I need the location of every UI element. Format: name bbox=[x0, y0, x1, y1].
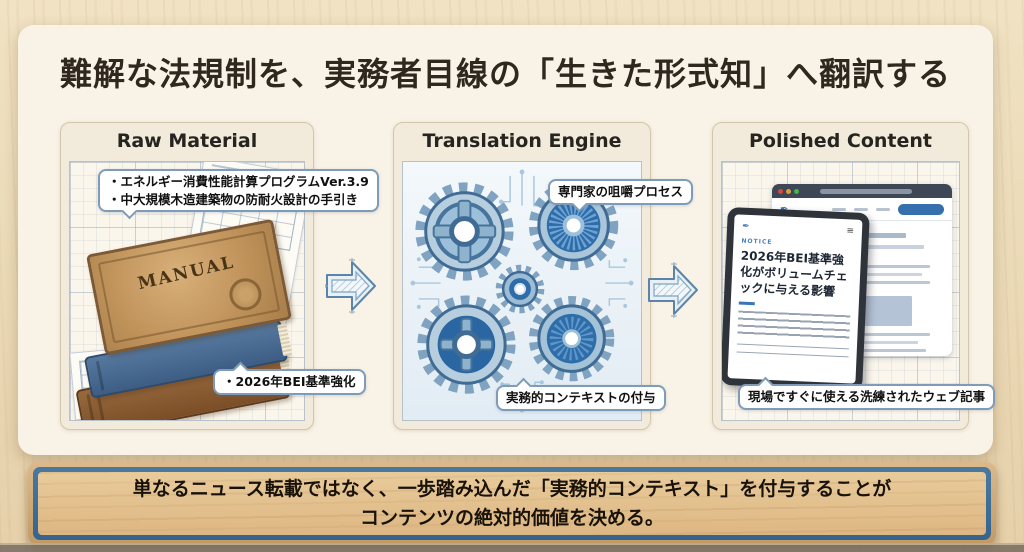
headline-divider bbox=[738, 301, 755, 305]
close-dot-icon bbox=[778, 188, 783, 194]
tablet-device: ✒ ≡ NOTICE 2026年BEI基準強化がボリュームチェックに与える影響 bbox=[722, 206, 870, 392]
nav-link bbox=[876, 207, 890, 211]
arrow-right-icon bbox=[324, 258, 377, 314]
key-message-banner: 単なるニュース転載ではなく、一歩踏み込んだ「実務的コンテキスト」を付与することが… bbox=[28, 462, 996, 545]
gears-icon bbox=[410, 169, 634, 413]
table-edge-shadow bbox=[0, 543, 1024, 552]
cta-button bbox=[898, 203, 944, 215]
panel-polished-content: Polished Content ✒ bbox=[712, 122, 996, 430]
raw-material-source-label: ・エネルギー消費性能計算プログラムVer.3.9 ・中大規模木造建築物の防耐火設… bbox=[98, 169, 379, 212]
panel-raw-material-title: Raw Material bbox=[116, 130, 258, 152]
panel-polished-content-title: Polished Content bbox=[748, 130, 933, 152]
maximize-dot-icon bbox=[794, 188, 799, 194]
hamburger-menu-icon: ≡ bbox=[846, 226, 855, 237]
minimize-dot-icon bbox=[786, 188, 791, 194]
panel-translation-engine: Translation Engine bbox=[393, 122, 694, 430]
banner-text-line2: コンテンツの絶対的価値を決める。 bbox=[359, 506, 664, 529]
nav-link bbox=[854, 207, 868, 211]
gear-top-left-icon bbox=[415, 182, 514, 281]
article-logo-icon: ✒ bbox=[741, 221, 750, 232]
main-card: 難解な法規制を、実務者目線の「生きた形式知」へ翻訳する Raw Material bbox=[18, 25, 996, 455]
tablet-screen: ✒ ≡ NOTICE 2026年BEI基準強化がボリュームチェックに与える影響 bbox=[727, 214, 863, 384]
page-title: 難解な法規制を、実務者目線の「生きた形式知」へ翻訳する bbox=[59, 55, 951, 93]
panel-raw-material: Raw Material bbox=[60, 122, 379, 430]
nav-link bbox=[832, 207, 846, 211]
engine-context-label: 実務的コンテキストの付与 bbox=[496, 385, 666, 411]
browser-titlebar bbox=[772, 184, 952, 198]
panel-translation-engine-title: Translation Engine bbox=[422, 130, 622, 152]
engine-process-label: 専門家の咀嚼プロセス bbox=[548, 179, 694, 205]
arrow-right-icon bbox=[647, 262, 699, 318]
gear-top-right-icon bbox=[528, 180, 619, 271]
article-rule bbox=[736, 351, 849, 357]
url-bar bbox=[820, 188, 912, 194]
polished-content-illustration: ✒ bbox=[721, 161, 960, 421]
raw-material-bei-label: ・2026年BEI基準強化 bbox=[213, 369, 366, 395]
article-rule bbox=[736, 343, 849, 349]
banner-blue-frame: 単なるニュース転載ではなく、一歩踏み込んだ「実務的コンテキスト」を付与することが… bbox=[33, 467, 991, 540]
article-body-text bbox=[737, 310, 851, 341]
browser-content bbox=[772, 221, 952, 356]
banner-wood-panel: 単なるニュース転載ではなく、一歩踏み込んだ「実務的コンテキスト」を付与することが… bbox=[38, 472, 986, 535]
gear-bottom-left-icon bbox=[417, 295, 516, 394]
article-headline: 2026年BEI基準強化がボリュームチェックに与える影響 bbox=[739, 248, 848, 300]
gear-center-icon bbox=[495, 264, 545, 314]
gear-bottom-right-icon bbox=[528, 295, 615, 382]
banner-text-line1: 単なるニュース転載ではなく、一歩踏み込んだ「実務的コンテキスト」を付与することが bbox=[132, 478, 892, 500]
polished-content-label: 現場ですぐに使える洗練されたウェブ記事 bbox=[738, 384, 996, 410]
